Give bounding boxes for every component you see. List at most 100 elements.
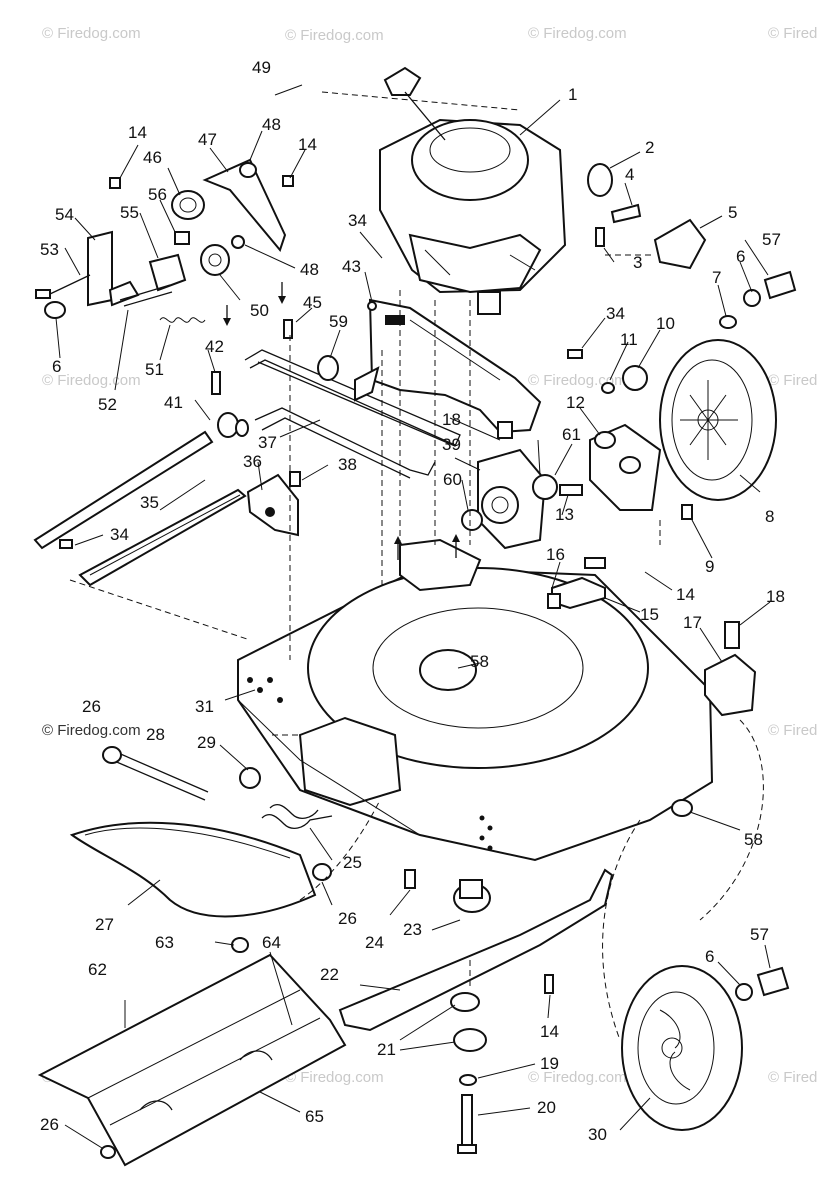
callout-17: 17 [683,613,702,632]
callout-8: 8 [765,507,774,526]
watermark: © Firedog.com [528,372,627,389]
callout-26: 26 [82,697,101,716]
mower-deck [237,538,714,862]
callout-28: 28 [146,725,165,744]
callout-54: 54 [55,205,74,224]
callout-58: 58 [470,652,489,671]
callout-2: 2 [645,138,654,157]
callout-11: 11 [620,330,638,349]
callout-52: 52 [98,395,117,414]
blade-assembly [338,868,614,1154]
guide-lines [69,91,764,1041]
callout-48: 48 [262,115,281,134]
callout-23: 23 [403,920,422,939]
watermark: © Firedog.com [42,722,141,739]
callout-35: 35 [140,493,159,512]
callout-41: 41 [164,393,183,412]
callout-13: 13 [555,505,574,524]
front-wheel [621,965,790,1131]
callout-38: 38 [338,455,357,474]
callout-37: 37 [258,433,277,452]
callout-62: 62 [88,960,107,979]
rear-shield [69,746,333,918]
callout-51: 51 [145,360,164,379]
callout-46: 46 [143,148,162,167]
height-adjust-mechanism [35,158,294,323]
direction-arrows [223,282,460,560]
callout-6: 6 [52,357,61,376]
callout-34: 34 [348,211,367,230]
watermark: © Fired [768,1069,817,1086]
bracket [246,471,301,537]
callout-19: 19 [540,1054,559,1073]
callout-7: 7 [712,268,721,287]
callout-42: 42 [205,337,224,356]
callout-36: 36 [243,452,262,471]
callout-18: 18 [442,410,461,429]
mulch-plate [37,937,347,1167]
callout-14: 14 [298,135,317,154]
leader-lines [55,84,771,1149]
callout-31: 31 [195,697,214,716]
callout-59: 59 [329,312,348,331]
watermark: © Firedog.com [285,27,384,44]
callout-10: 10 [656,314,675,333]
callout-14: 14 [540,1022,559,1041]
height-lever [547,557,757,717]
watermark: © Fired [768,722,817,739]
callout-64: 64 [262,933,281,952]
callout-26: 26 [338,909,357,928]
callout-14: 14 [676,585,695,604]
callout-58: 58 [744,830,763,849]
callout-50: 50 [250,301,269,320]
callout-25: 25 [343,853,362,872]
callout-45: 45 [303,293,322,312]
callout-6: 6 [705,947,714,966]
rear-right-hardware [587,163,797,520]
callout-61: 61 [562,425,581,444]
watermark: © Firedog.com [528,1069,627,1086]
callout-15: 15 [640,605,659,624]
callout-9: 9 [705,557,714,576]
callout-22: 22 [320,965,339,984]
rear-wheel [659,339,777,501]
watermark: © Firedog.com [285,1069,384,1086]
callout-21: 21 [377,1040,396,1059]
drive-assembly [461,349,662,550]
callout-60: 60 [443,470,462,489]
handle-assembly [33,349,461,587]
watermark: © Firedog.com [42,25,141,42]
callout-49: 49 [252,58,271,77]
callout-63: 63 [155,933,174,952]
callout-30: 30 [588,1125,607,1144]
callout-20: 20 [537,1098,556,1117]
engine-support-bracket [283,298,542,434]
callout-14: 14 [128,123,147,142]
callout-5: 5 [728,203,737,222]
callout-12: 12 [566,393,585,412]
callout-39: 39 [442,435,461,454]
callout-55: 55 [120,203,139,222]
callout-43: 43 [342,257,361,276]
callout-1: 1 [568,85,577,104]
callout-53: 53 [40,240,59,259]
callout-26: 26 [40,1115,59,1134]
callout-27: 27 [95,915,114,934]
callout-4: 4 [625,165,634,184]
callout-57: 57 [750,925,769,944]
callout-18: 18 [766,587,785,606]
callout-3: 3 [633,253,642,272]
watermark: © Fired [768,372,817,389]
watermark: © Fired [768,25,817,42]
watermark: © Firedog.com [528,25,627,42]
callout-47: 47 [198,130,217,149]
callout-56: 56 [148,185,167,204]
callout-16: 16 [546,545,565,564]
callout-65: 65 [305,1107,324,1126]
callout-57: 57 [762,230,781,249]
callout-6: 6 [736,247,745,266]
callout-29: 29 [197,733,216,752]
callout-labels: 1 2 4 3 5 57 6 7 10 11 34 12 61 8 9 13 1… [40,58,785,1144]
callout-34: 34 [110,525,129,544]
